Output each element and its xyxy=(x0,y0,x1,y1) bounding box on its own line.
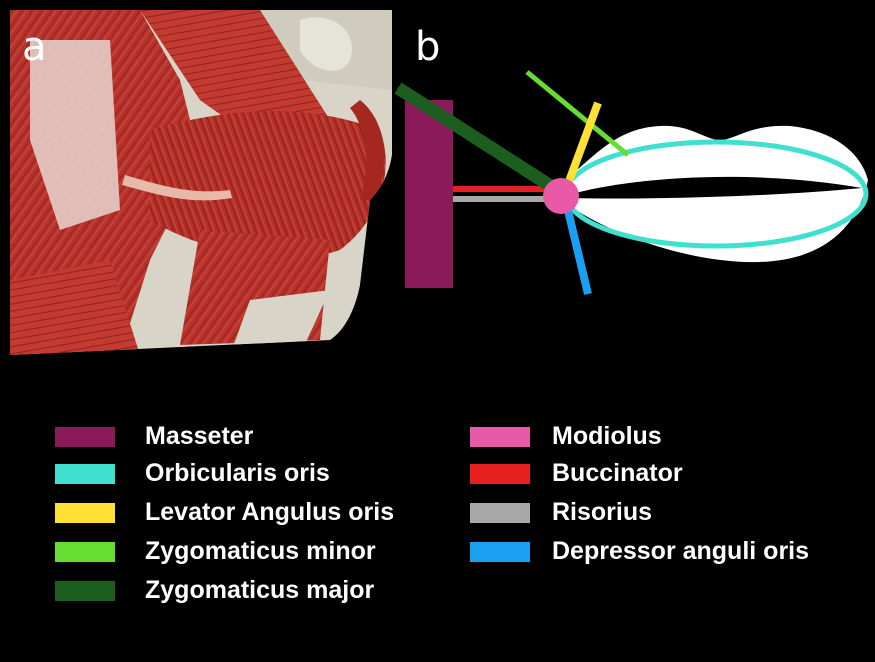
legend-swatch-risorius xyxy=(470,503,530,523)
legend-label-modiolus: Modiolus xyxy=(552,422,662,451)
legend-swatch-zygomaticus-minor xyxy=(55,542,115,562)
legend-label-depressor-anguli-oris: Depressor anguli oris xyxy=(552,537,809,566)
legend-swatch-masseter xyxy=(55,427,115,447)
legend-swatch-levator-anguli-oris xyxy=(55,503,115,523)
legend-swatch-buccinator xyxy=(470,464,530,484)
legend-swatch-zygomaticus-major xyxy=(55,581,115,601)
legend-label-levator-anguli-oris: Levator Angulus oris xyxy=(145,498,394,527)
legend-label-buccinator: Buccinator xyxy=(552,459,683,488)
legend-label-orbicularis-oris: Orbicularis oris xyxy=(145,459,330,488)
legend-label-risorius: Risorius xyxy=(552,498,652,527)
legend-label-zygomaticus-major: Zygomaticus major xyxy=(145,576,374,605)
legend-label-masseter: Masseter xyxy=(145,422,253,451)
legend-label-zygomaticus-minor: Zygomaticus minor xyxy=(145,537,376,566)
legend-swatch-orbicularis-oris xyxy=(55,464,115,484)
legend-swatch-depressor-anguli-oris xyxy=(470,542,530,562)
legend-swatch-modiolus xyxy=(470,427,530,447)
